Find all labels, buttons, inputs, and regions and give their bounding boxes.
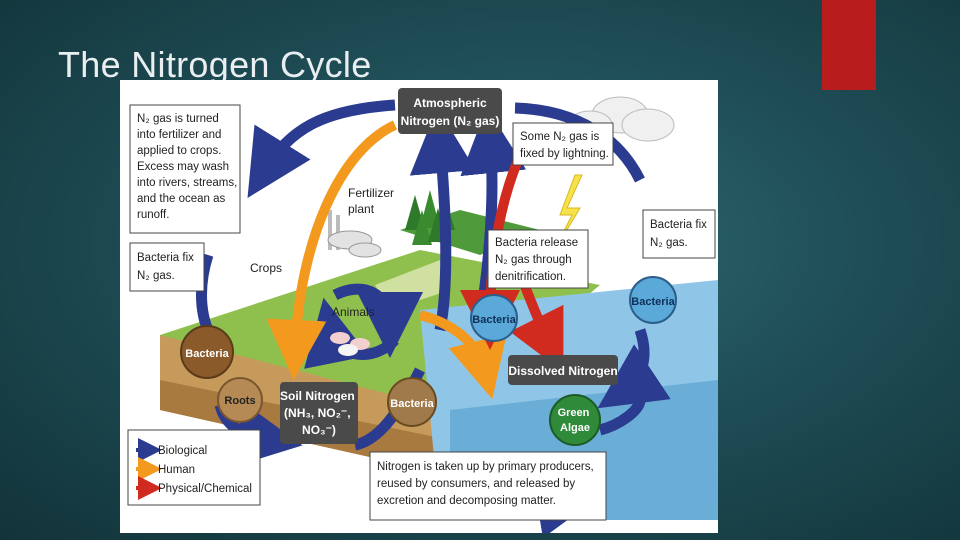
bacteria-label: Bacteria xyxy=(472,314,516,326)
bacteria-label: Bacteria xyxy=(390,398,434,410)
fertilizer-note-line: Excess may wash xyxy=(137,161,229,173)
nitrogen-cycle-figure: Atmospheric Nitrogen (N₂ gas) N₂ gas is … xyxy=(120,80,718,533)
fertilizer-note-line: into rivers, streams, xyxy=(137,177,237,189)
fertilizer-note-line: N₂ gas is turned xyxy=(137,113,219,125)
legend-physical-chemical: Physical/Chemical xyxy=(158,483,252,495)
denitrification-callout: Bacteria release N₂ gas through denitrif… xyxy=(488,230,588,288)
legend: Biological Human Physical/Chemical xyxy=(128,430,260,505)
lightning-callout: Some N₂ gas is fixed by lightning. xyxy=(513,123,613,165)
primary-producers-callout: Nitrogen is taken up by primary producer… xyxy=(370,452,606,520)
fertilizer-note-line: applied to crops. xyxy=(137,145,221,157)
fertilizer-callout: N₂ gas is turned into fertilizer and app… xyxy=(130,105,241,233)
atmospheric-nitrogen-box: Atmospheric Nitrogen (N₂ gas) xyxy=(398,88,502,134)
bacteria-circle-middle: Bacteria xyxy=(471,295,517,341)
bacteria-fix-left-callout: Bacteria fix N₂ gas. xyxy=(130,243,204,291)
animals-label: Animals xyxy=(332,305,375,319)
soil-nitrogen-box: Soil Nitrogen (NH₃, NO₂⁻, NO₃⁻) xyxy=(280,382,358,444)
legend-human: Human xyxy=(158,464,195,476)
atmospheric-line2: Nitrogen (N₂ gas) xyxy=(401,114,500,128)
legend-biological: Biological xyxy=(158,445,207,457)
lightning-note-line: Some N₂ gas is xyxy=(520,131,599,143)
bacteria-circle-left: Bacteria xyxy=(181,326,233,378)
green-algae-circle: Green Algae xyxy=(550,395,600,445)
bacteria-label: Bacteria xyxy=(185,348,229,360)
fertilizer-note-line: and the ocean as xyxy=(137,193,225,205)
nitrogen-cycle-diagram: Atmospheric Nitrogen (N₂ gas) N₂ gas is … xyxy=(120,80,718,533)
bacteria-label: Bacteria xyxy=(631,296,675,308)
bacteria-circle-right: Bacteria xyxy=(630,277,676,323)
fertilizer-plant-label: Fertilizer plant xyxy=(348,186,397,216)
dissolved-nitrogen-box: Dissolved Nitrogen xyxy=(508,355,618,385)
fertilizer-note-line: runoff. xyxy=(137,209,169,221)
dissolved-nitrogen-label: Dissolved Nitrogen xyxy=(508,364,617,378)
crops-label: Crops xyxy=(250,261,282,275)
roots-label: Roots xyxy=(224,395,255,407)
fertilizer-plant-icon xyxy=(328,210,381,257)
bacteria-circle-soil: Bacteria xyxy=(388,378,436,426)
atmospheric-line1: Atmospheric xyxy=(413,96,487,110)
accent-tab xyxy=(822,0,876,90)
fertilizer-note-line: into fertilizer and xyxy=(137,129,221,141)
lightning-note-line: fixed by lightning. xyxy=(520,148,609,160)
roots-circle: Roots xyxy=(218,378,262,422)
bacteria-fix-right-callout: Bacteria fix N₂ gas. xyxy=(643,210,715,258)
